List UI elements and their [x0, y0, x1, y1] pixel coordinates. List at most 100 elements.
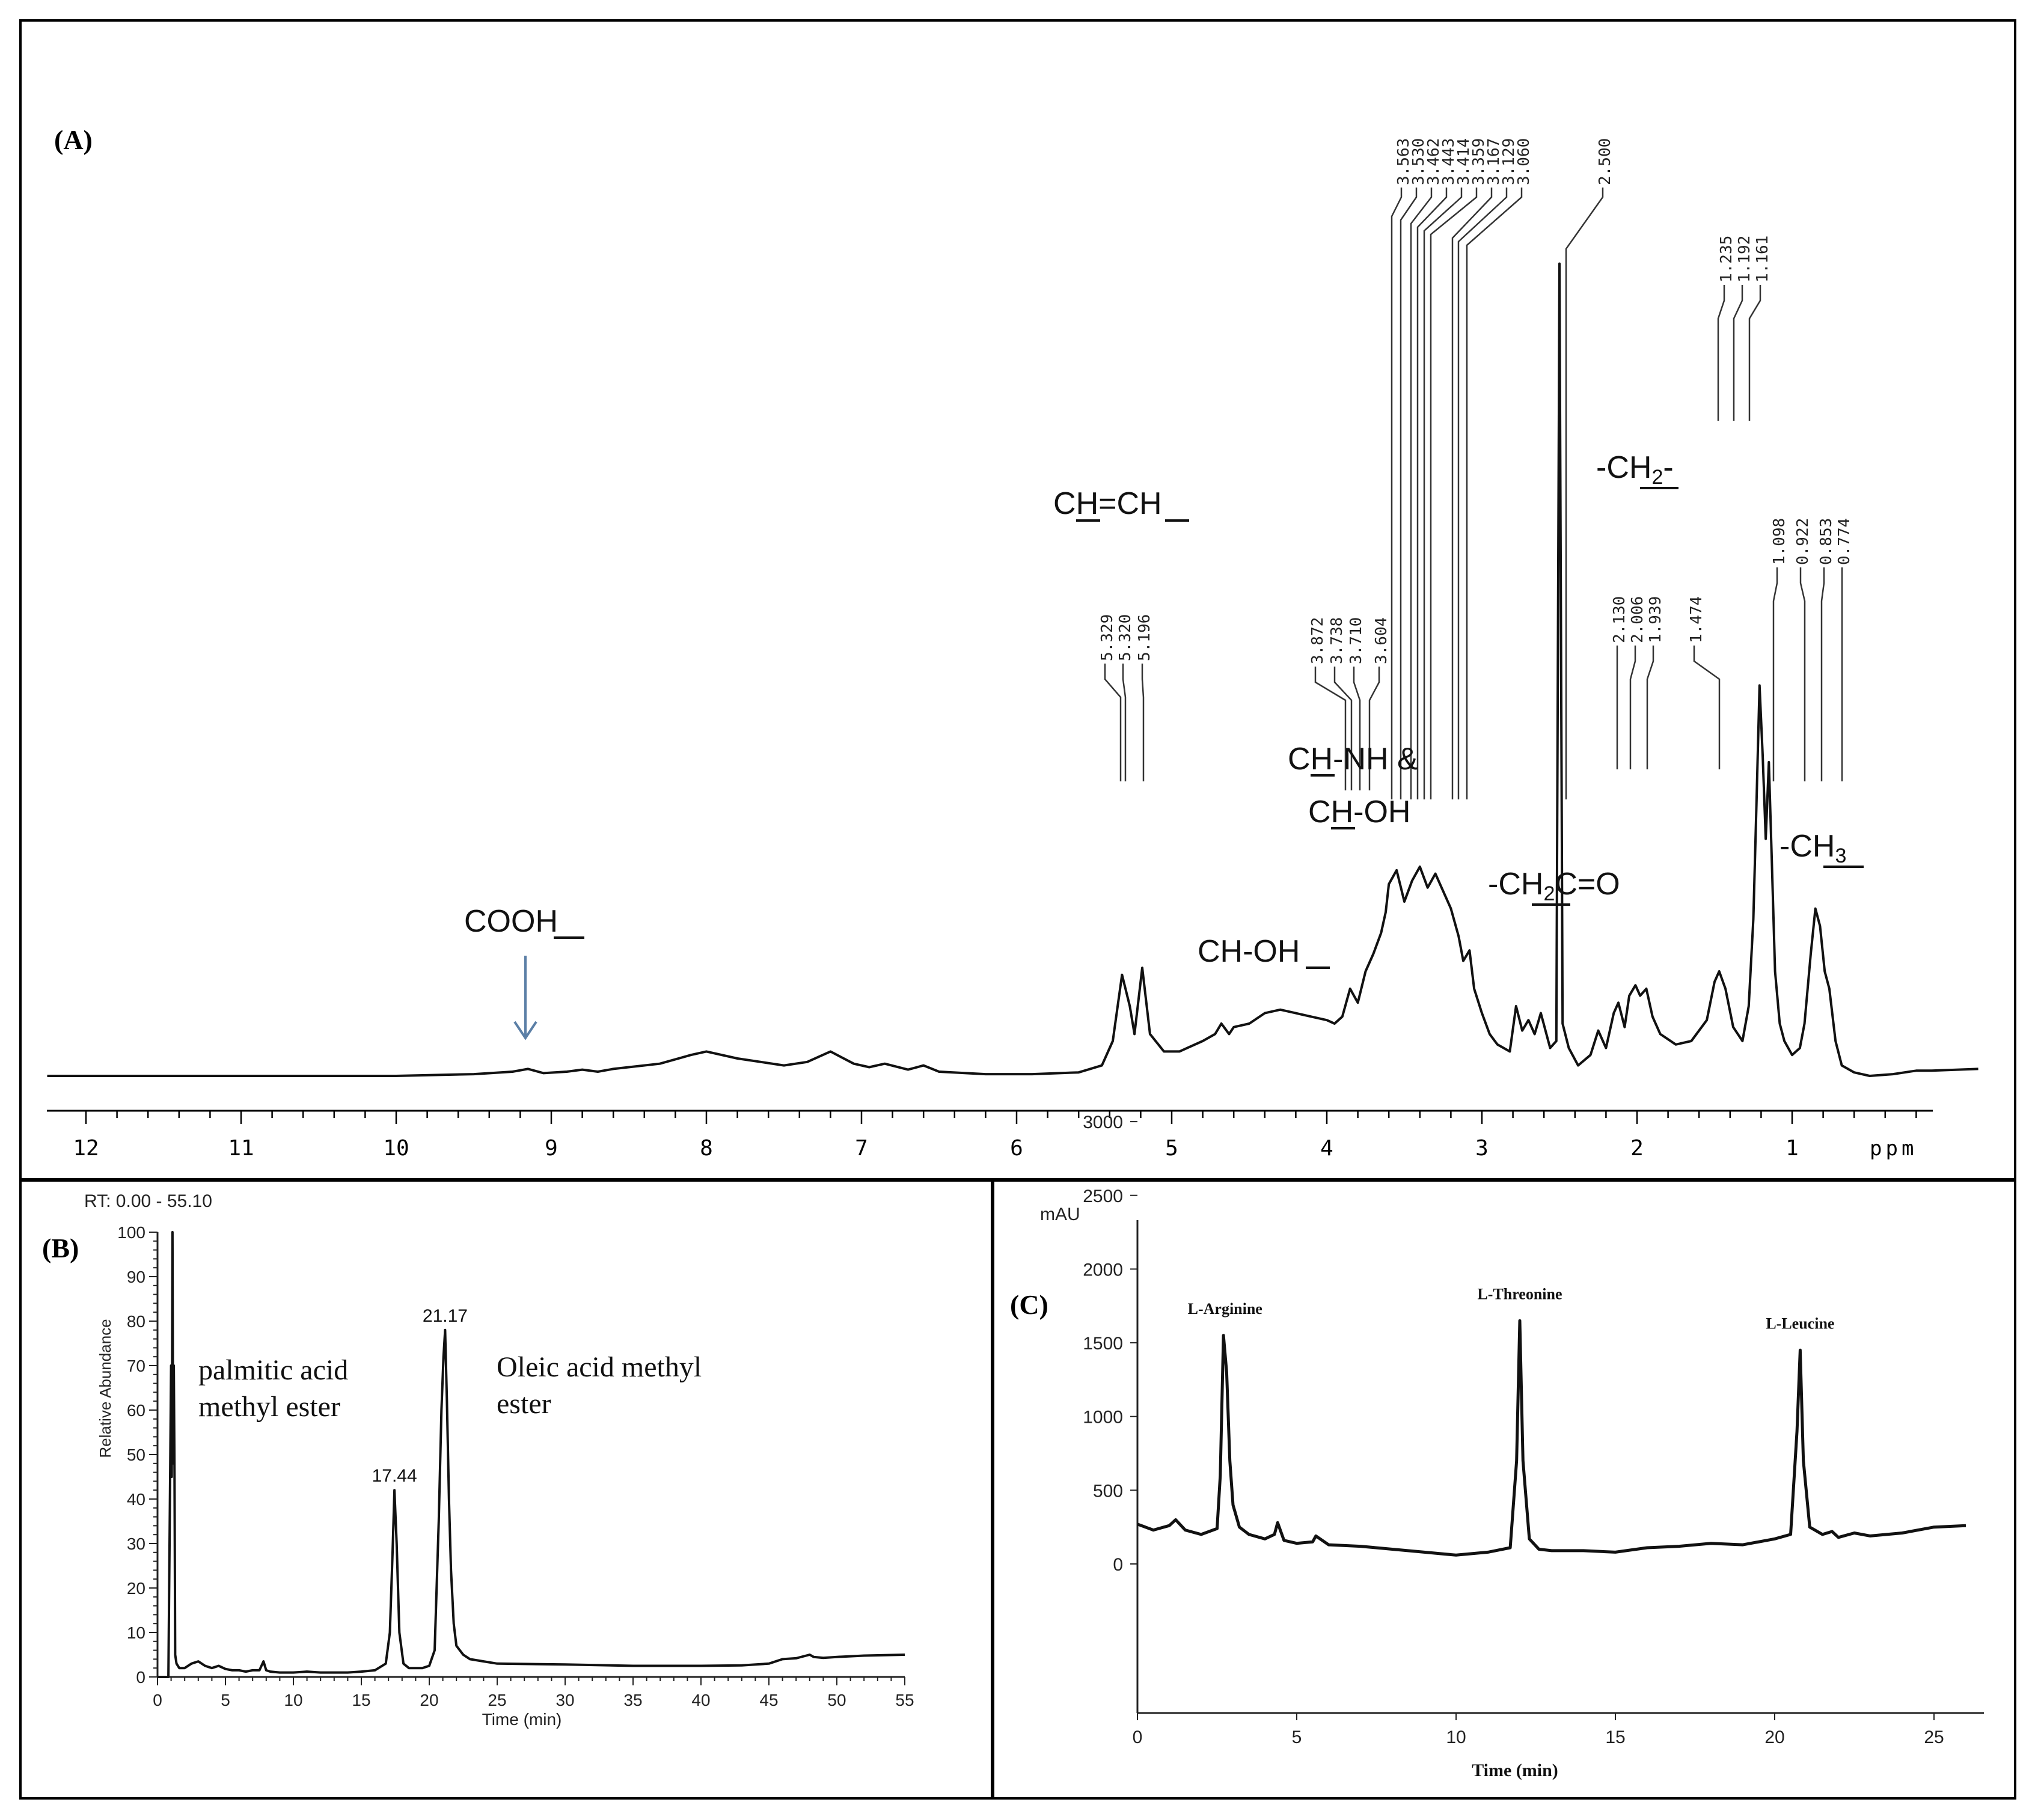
a-x-axis-label: ppm [1870, 1137, 1917, 1161]
panel-a-label: (A) [54, 124, 93, 155]
a-peak-label: 3.710 [1347, 617, 1365, 664]
b-peak-labels: 17.44 21.17 [372, 1306, 468, 1486]
b-y-tick-label: 50 [127, 1446, 145, 1464]
a-peak-leader [1104, 664, 1122, 781]
a-annotation-chch: CH=CH [1053, 486, 1162, 521]
a-peak-label: 3.129 [1500, 138, 1518, 185]
a-peak-leader [1416, 188, 1448, 799]
a-peak-leader [1430, 188, 1478, 799]
b-annotation-oleic-line2: ester [497, 1388, 551, 1420]
a-peak-label: 3.872 [1309, 617, 1327, 664]
c-y-tick-label: 1000 [1083, 1408, 1123, 1428]
a-peak-label: 1.939 [1647, 596, 1665, 643]
c-x-tick-labels: 0 5 10 15 20 25 [1133, 1727, 1944, 1747]
a-peak-leader [1646, 646, 1654, 769]
b-annotation-palmitic-line1: palmitic acid [198, 1354, 348, 1386]
c-chromatogram-trace [1137, 1319, 1966, 1557]
c-x-tick-label: 20 [1764, 1727, 1784, 1747]
b-x-axis-label: Time (min) [482, 1710, 562, 1729]
a-annotation-ch-nh: CH-NH & [1288, 742, 1418, 777]
panel-b-gc-chromatogram: (B) RT: 0.00 - 55.10 Relative Abundance … [42, 1191, 914, 1729]
a-peak-leader [1141, 664, 1145, 781]
a-peak-label: 0.922 [1794, 518, 1812, 565]
c-x-tick-label: 5 [1292, 1727, 1302, 1747]
c-y-tick-label: 1500 [1083, 1334, 1123, 1354]
a-peak-leader [1565, 188, 1604, 799]
b-annotation-oleic-line1: Oleic acid methyl [497, 1351, 702, 1383]
a-x-tick-label: 10 [383, 1136, 409, 1161]
panel-frames [19, 19, 2016, 1800]
a-peak-label: 3.167 [1485, 138, 1503, 185]
c-x-axis-label: Time (min) [1472, 1760, 1558, 1780]
a-peak-label-leaders [1104, 188, 1843, 799]
b-y-tick-label: 40 [127, 1490, 145, 1509]
a-peak-label: 1.474 [1688, 596, 1706, 643]
c-peak-label: L-Threonine [1477, 1285, 1562, 1302]
a-x-tick-label: 11 [228, 1136, 254, 1161]
a-peak-label: 3.738 [1328, 617, 1346, 664]
c-peak-label: L-Leucine [1766, 1315, 1834, 1332]
a-peak-leader [1820, 567, 1825, 781]
a-x-tick-label: 12 [73, 1136, 99, 1161]
a-peak-label: 1.161 [1754, 236, 1772, 282]
c-x-tick-label: 0 [1133, 1727, 1143, 1747]
panel-b-label: (B) [42, 1233, 79, 1263]
a-peak-leader [1629, 646, 1636, 769]
c-x-tick-label: 25 [1924, 1727, 1944, 1747]
a-peak-label: 3.359 [1470, 138, 1488, 185]
panel-c-label: (C) [1010, 1289, 1048, 1320]
b-y-axis-label: Relative Abundance [96, 1319, 114, 1458]
a-peak-label: 3.060 [1515, 138, 1533, 185]
c-x-tick-label: 15 [1605, 1727, 1625, 1747]
b-x-tick-label: 10 [284, 1691, 302, 1709]
a-x-tick-label: 6 [1010, 1136, 1023, 1161]
a-peak-label: 0.853 [1817, 518, 1835, 565]
a-peak-label: 1.098 [1770, 518, 1789, 565]
b-x-tick-label: 15 [352, 1691, 370, 1709]
a-annotation-ch-oh-2: CH-OH [1308, 795, 1410, 829]
a-annotation-ch-oh: CH-OH [1198, 934, 1300, 969]
a-peak-leader [1314, 667, 1347, 790]
a-annotation-cooh: COOH [464, 904, 558, 939]
a-spectrum-trace [47, 262, 1978, 1077]
b-chart-title: RT: 0.00 - 55.10 [84, 1191, 212, 1211]
c-x-tick-label: 10 [1446, 1727, 1466, 1747]
a-peak-leader [1353, 667, 1361, 790]
b-x-ticks [157, 1677, 905, 1685]
a-peak-leader [1466, 188, 1523, 799]
a-peak-label: 5.320 [1116, 614, 1134, 661]
b-y-tick-label: 30 [127, 1534, 145, 1553]
a-x-tick-label: 2 [1630, 1136, 1644, 1161]
b-peak-label: 21.17 [423, 1306, 468, 1326]
c-y-tick-label: 3000 [1083, 1113, 1123, 1132]
b-y-tick-label: 90 [127, 1268, 145, 1286]
a-peak-labels: 3.5633.5303.4623.4433.4143.3593.1673.129… [1098, 138, 1853, 664]
a-x-tick-label: 9 [545, 1136, 558, 1161]
c-y-tick-label: 0 [1113, 1555, 1123, 1575]
c-y-axis-unit: mAU [1040, 1205, 1080, 1224]
b-x-tick-label: 45 [759, 1691, 778, 1709]
a-peak-label: 3.414 [1455, 138, 1473, 185]
c-peak-label: L-Arginine [1188, 1300, 1262, 1318]
a-x-tick-label: 1 [1786, 1136, 1799, 1161]
b-y-tick-label: 20 [127, 1579, 145, 1598]
b-x-tick-label: 30 [555, 1691, 574, 1709]
a-peak-label: 0.774 [1835, 518, 1853, 565]
a-peak-label: 2.130 [1611, 596, 1629, 643]
a-annotation-ch2: -CH2- [1596, 450, 1674, 489]
a-peak-leader [1391, 188, 1403, 799]
b-x-tick-label: 50 [827, 1691, 846, 1709]
b-peak-label: 17.44 [372, 1466, 417, 1486]
a-peak-leader [1423, 188, 1463, 799]
a-x-tick-label: 8 [700, 1136, 713, 1161]
c-x-ticks [1137, 1713, 1935, 1720]
a-peak-label: 5.196 [1136, 614, 1154, 661]
a-peak-label: 3.530 [1410, 138, 1428, 185]
a-peak-label: 2.006 [1629, 596, 1647, 643]
a-peak-label: 5.329 [1098, 614, 1116, 661]
